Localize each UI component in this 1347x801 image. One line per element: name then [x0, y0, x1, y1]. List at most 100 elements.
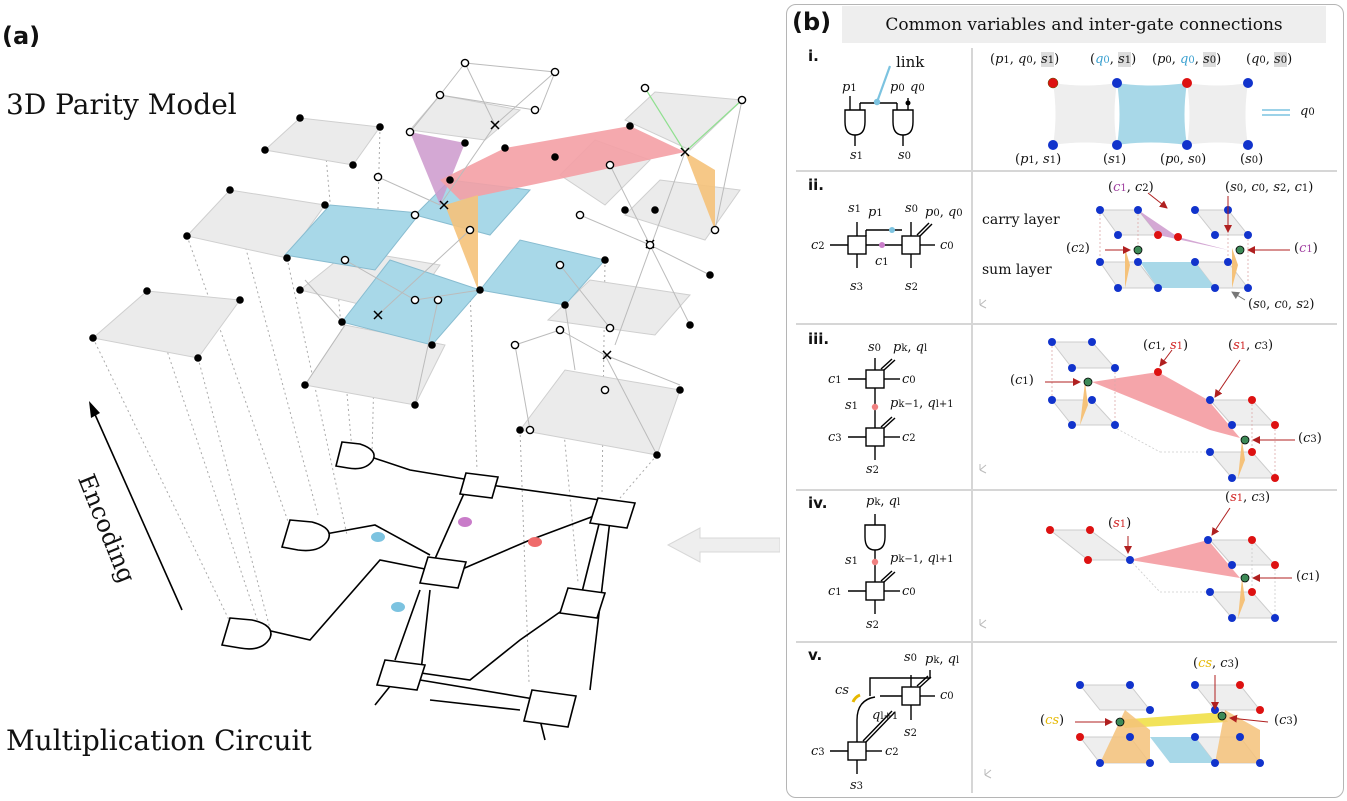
hollow-nodes — [340, 58, 747, 435]
multiplication-circuit — [220, 441, 637, 741]
row-ii-label: s3 — [850, 279, 864, 294]
row-iii-label: c3 — [828, 430, 842, 445]
row-iv-label: pk−1, ql+1 — [890, 551, 954, 566]
row-iv-node-label: (c1) — [1296, 569, 1320, 584]
row-i-p0: p0 — [890, 80, 905, 95]
row-iii-label: pk, ql — [893, 340, 928, 355]
row-v-node-label: (c3) — [1274, 713, 1298, 728]
row-ii-label: c0 — [940, 238, 954, 253]
row-iv-label: c1 — [828, 584, 842, 599]
row-i-node-label: (s1) — [1103, 152, 1127, 167]
row-v-node-label: (cs, c3) — [1193, 656, 1240, 671]
row-iii-label: c2 — [902, 430, 916, 445]
row-iii-node-label: (c3) — [1298, 431, 1322, 446]
row-ii-label: p0, q0 — [925, 205, 963, 220]
row-iii-node-label: (c1) — [1010, 373, 1034, 388]
row-ii-label: s0 — [905, 201, 919, 216]
row-v-node-label: (cs) — [1040, 713, 1065, 728]
sum-layer-label: sum layer — [982, 262, 1052, 278]
row-ii-label: s2 — [905, 279, 919, 294]
row-divider — [796, 323, 1337, 325]
row-i-s0: s0 — [898, 148, 912, 163]
row-numeral-ii: ii. — [808, 176, 824, 194]
row-v-label: s3 — [850, 778, 864, 793]
link-dot-purple — [458, 517, 472, 527]
row-ii-node-label: (c1, c2) — [1108, 180, 1154, 195]
row-iv-node-label: (s1, c3) — [1225, 490, 1271, 505]
carry-layer-label: carry layer — [982, 212, 1060, 228]
row-numeral-i: i. — [808, 47, 819, 65]
link-label: link — [896, 53, 925, 71]
row-divider — [796, 489, 1337, 491]
row-v-label: c0 — [940, 688, 954, 703]
adder-box — [558, 587, 607, 619]
row-v-label: s2 — [904, 725, 918, 740]
row-i-node-label: (p1, q0, s1) — [990, 52, 1060, 67]
row-iii-label: c1 — [828, 372, 842, 387]
circuit-title: Multiplication Circuit — [6, 724, 312, 757]
adder-box — [458, 472, 500, 499]
orange-triangle-left — [445, 195, 478, 290]
row-iii-label: pk−1, ql+1 — [890, 396, 954, 411]
row-numeral-v: v. — [808, 646, 823, 664]
row-iii-node-label: (s1, c3) — [1228, 338, 1274, 353]
row-ii-label: c1 — [875, 254, 889, 269]
and-gate — [220, 617, 272, 650]
row-v-label: s0 — [904, 650, 918, 665]
and-gate — [280, 519, 331, 552]
row-v-label: pk, ql — [925, 652, 960, 667]
panel-b-label: (b) — [792, 8, 832, 36]
parity-model-title: 3D Parity Model — [6, 88, 237, 121]
parity-model-diagram — [89, 58, 780, 741]
row-iv-node-label: (s1) — [1108, 516, 1132, 531]
adder-box — [375, 659, 427, 691]
row-v-label: ql+1 — [872, 708, 899, 723]
row-i-node-label: (p0, q0, s0) — [1152, 52, 1222, 67]
row-v-label: cs — [835, 683, 849, 698]
row-iv-label: c0 — [902, 584, 916, 599]
panel-b-header: Common variables and inter-gate connecti… — [842, 6, 1326, 43]
row-divider — [796, 170, 1337, 172]
row-numeral-iv: iv. — [808, 494, 828, 512]
row-ii-label: c2 — [811, 238, 825, 253]
row-i-node-label: (q0, s1) — [1090, 52, 1137, 67]
column-divider — [971, 48, 973, 793]
row-ii-node-label: (c2) — [1066, 241, 1090, 256]
row-v-label: c3 — [811, 744, 825, 759]
link-dot-blue — [391, 602, 405, 612]
red-plaquette — [440, 126, 685, 200]
orange-triangle-right — [685, 152, 715, 230]
row-i-p1: p1 — [842, 80, 857, 95]
row-ii-label: s1 — [848, 201, 862, 216]
row-divider — [796, 641, 1337, 643]
model-links — [304, 62, 743, 456]
row-ii-node-label: (s0, c0, s2) — [1248, 297, 1315, 312]
row-ii-label: p1 — [868, 205, 883, 220]
row-iii-label: s2 — [866, 462, 880, 477]
panel-a-label: (a) — [2, 22, 41, 50]
purple-triangle — [410, 132, 465, 205]
panel-b-frame — [786, 4, 1344, 798]
encoding-arrow — [89, 401, 183, 611]
link-dot-blue — [371, 532, 385, 542]
q0-legend: q0 — [1300, 104, 1315, 119]
row-iii-label: s1 — [845, 398, 859, 413]
row-v-label: c2 — [885, 744, 899, 759]
and-gate — [335, 441, 375, 470]
row-i-node-label: (p1, s1) — [1015, 152, 1062, 167]
row-iv-label: pk, ql — [866, 494, 901, 509]
adder-box — [588, 497, 637, 529]
row-iv-label: s1 — [845, 553, 859, 568]
row-iii-label: s0 — [868, 340, 882, 355]
row-i-node-label: (p0, s0) — [1160, 152, 1207, 167]
row-ii-node-label: (c1) — [1294, 241, 1318, 256]
row-ii-node-label: (s0, c0, s2, c1) — [1225, 180, 1314, 195]
row-i-node-label: (s0) — [1240, 152, 1264, 167]
row-iii-node-label: (c1, s1) — [1143, 338, 1189, 353]
row-i-node-label: (q0, s0) — [1246, 52, 1293, 67]
big-gray-arrow — [666, 527, 780, 563]
adder-box — [418, 556, 468, 589]
row-numeral-iii: iii. — [808, 330, 830, 348]
row-i-q0: q0 — [910, 80, 925, 95]
